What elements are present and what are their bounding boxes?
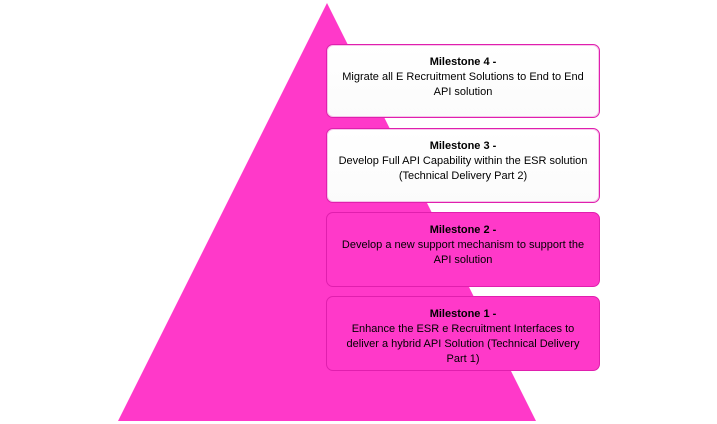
milestone-3-title: Milestone 3 - (429, 140, 497, 152)
milestone-2-box: Milestone 2 - Develop a new support mech… (326, 212, 600, 287)
milestone-1-title: Milestone 1 - (429, 308, 497, 320)
milestone-4-box: Milestone 4 - Migrate all E Recruitment … (326, 44, 600, 118)
milestone-3-box: Milestone 3 - Develop Full API Capabilit… (326, 128, 600, 203)
milestone-2-title: Milestone 2 - (429, 224, 497, 236)
milestone-3-description: Develop Full API Capability within the E… (338, 155, 588, 182)
milestone-2-description: Develop a new support mechanism to suppo… (341, 239, 585, 266)
milestone-4-description: Migrate all E Recruitment Solutions to E… (342, 71, 584, 98)
milestone-1-description: Enhance the ESR e Recruitment Interfaces… (346, 323, 580, 365)
milestone-4-title: Milestone 4 - (429, 56, 497, 68)
milestone-1-box: Milestone 1 - Enhance the ESR e Recruitm… (326, 296, 600, 371)
